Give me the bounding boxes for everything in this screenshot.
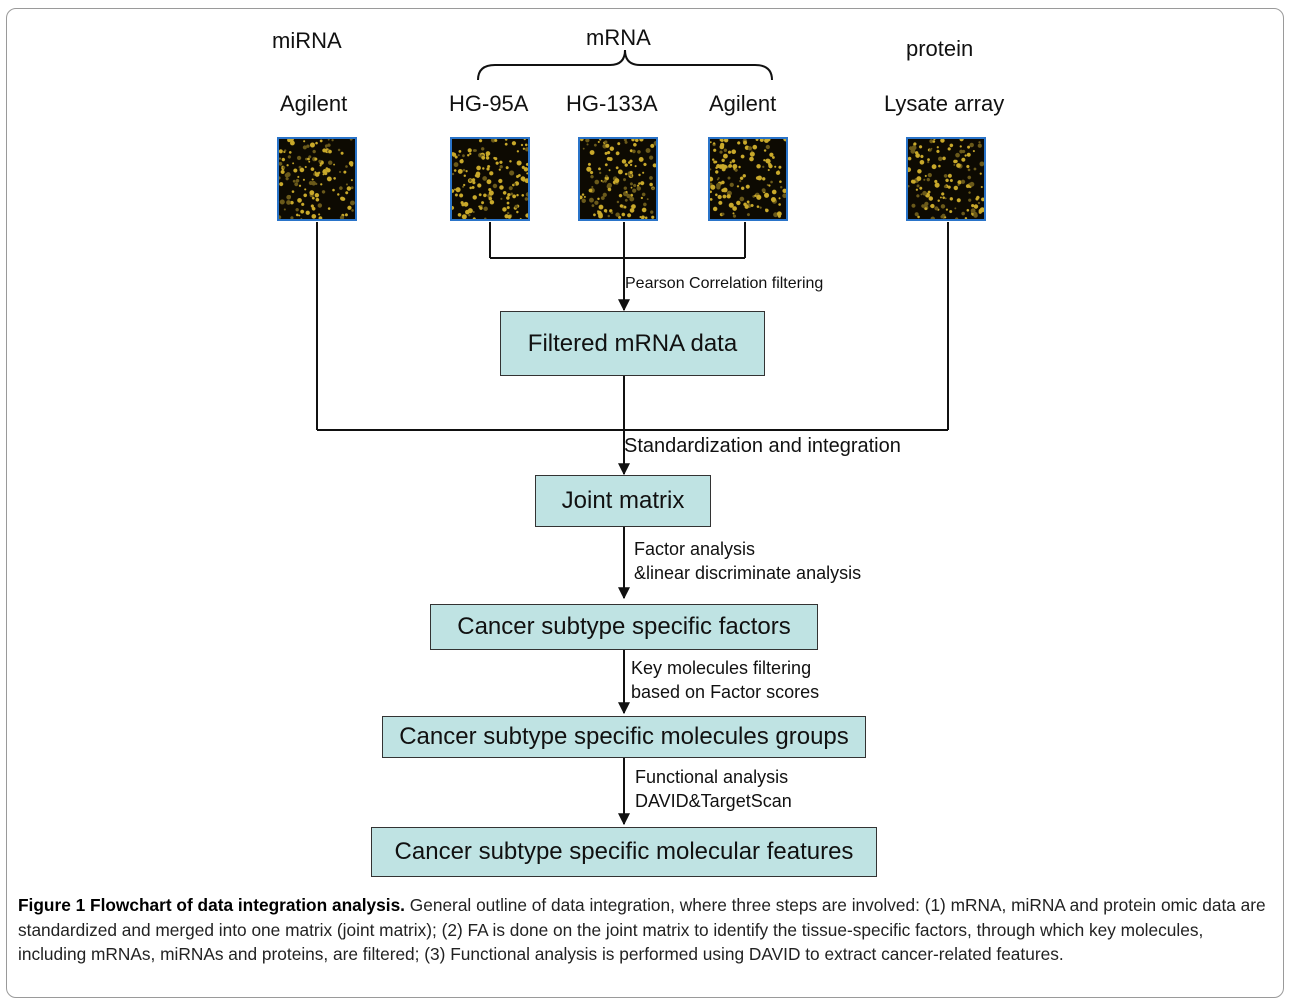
annotation-functional-line1: Functional analysis: [635, 767, 789, 787]
annotation-factor-line2: &linear discriminate analysis: [634, 563, 862, 584]
figure-frame: [6, 8, 1284, 998]
figure-caption: Figure 1 Flowchart of data integration a…: [18, 893, 1268, 967]
caption-text: General outline of data integration, whe…: [18, 895, 1266, 964]
mrna-brace: [477, 49, 773, 81]
annotation-key-line1: Key molecules filtering: [631, 658, 812, 678]
microarray-image: [277, 137, 357, 221]
header-protein: protein: [906, 36, 974, 61]
annotation-key-line2: based on Factor scores: [631, 682, 820, 703]
annotation-key-molecules: Key molecules filtering based on Factor …: [631, 656, 819, 705]
caption-label: Figure 1 Flowchart of data integration a…: [18, 895, 405, 915]
annotation-factor-line1: Factor analysis: [634, 539, 756, 559]
microarray-image: [708, 137, 788, 221]
box-joint-matrix: Joint matrix: [535, 475, 711, 527]
header-mirna: miRNA: [272, 28, 342, 53]
platform-label-agilent-mirna: Agilent: [280, 91, 348, 116]
microarray-image: [906, 137, 986, 221]
annotation-functional: Functional analysis DAVID&TargetScan: [635, 765, 792, 814]
annotation-factor-analysis: Factor analysis &linear discriminate ana…: [634, 537, 861, 586]
annotation-pearson: Pearson Correlation filtering: [625, 275, 824, 292]
header-mrna: mRNA: [586, 25, 651, 50]
box-molecular-features: Cancer subtype specific molecular featur…: [371, 827, 877, 877]
box-molecule-groups: Cancer subtype specific molecules groups: [382, 716, 866, 758]
flowchart-connectors: [316, 49, 949, 826]
microarray-image: [578, 137, 658, 221]
box-filtered-mrna: Filtered mRNA data: [500, 311, 765, 376]
platform-label-agilent-mrna: Agilent: [709, 91, 777, 116]
box-subtype-factors: Cancer subtype specific factors: [430, 604, 818, 650]
microarray-image: [450, 137, 530, 221]
platform-label-lysate: Lysate array: [884, 91, 1005, 116]
annotation-functional-line2: DAVID&TargetScan: [635, 791, 792, 812]
annotation-standardization: Standardization and integration: [624, 435, 901, 457]
platform-label-hg133a: HG-133A: [566, 91, 658, 116]
platform-label-hg95a: HG-95A: [449, 91, 529, 116]
